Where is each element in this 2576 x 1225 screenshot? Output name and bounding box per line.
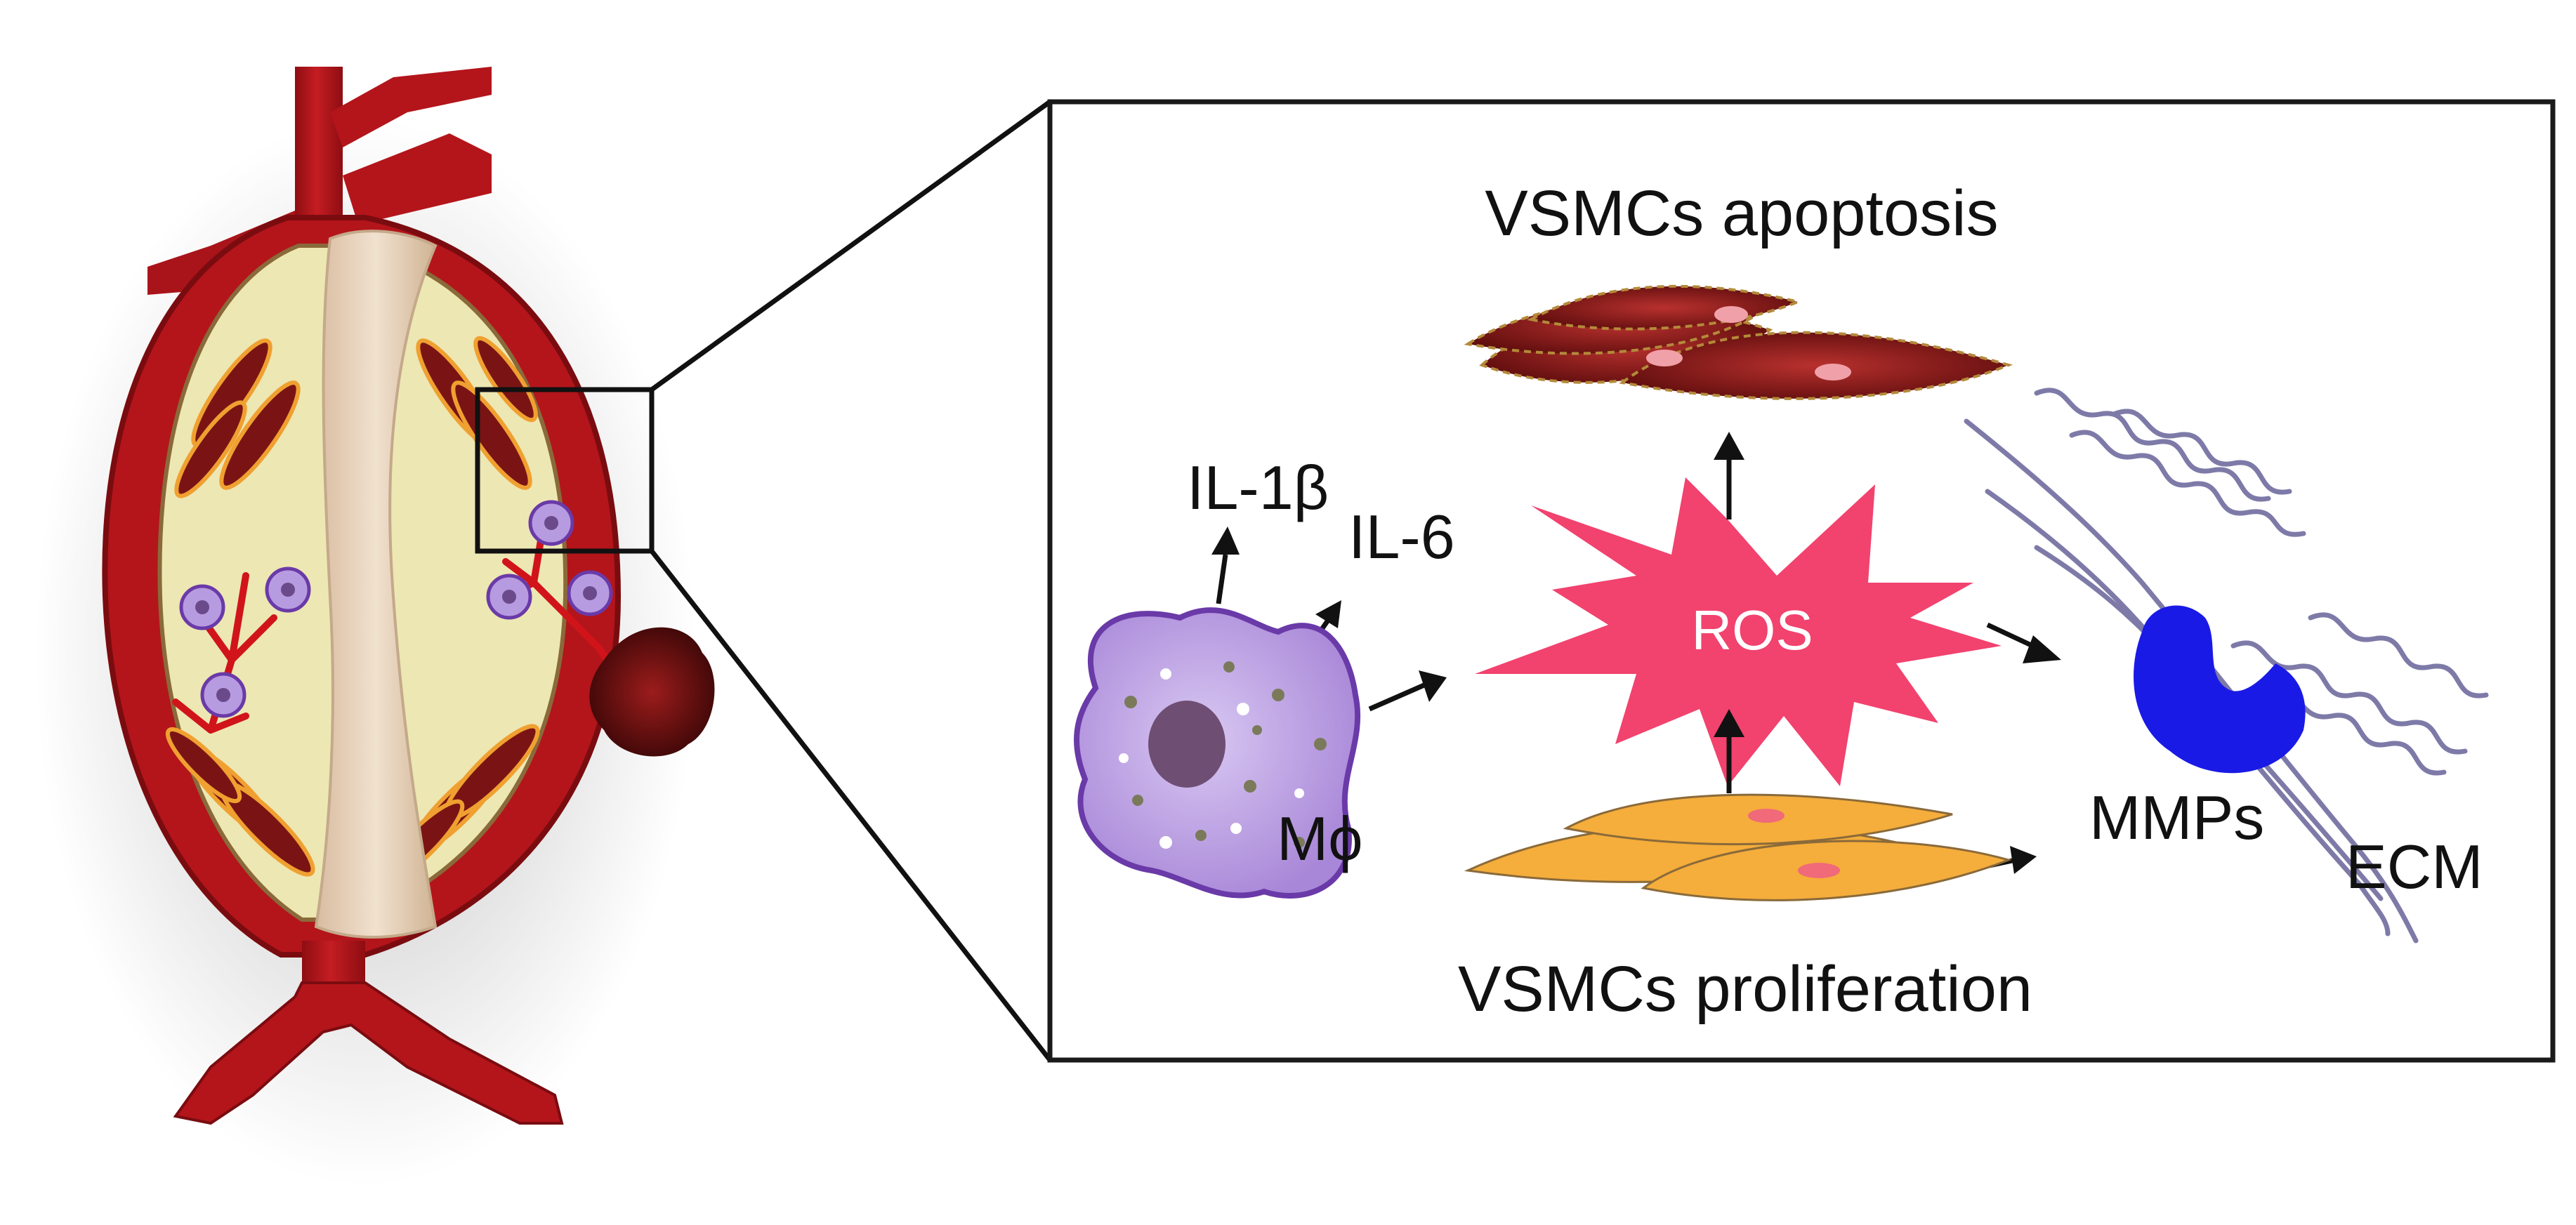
label-proliferation: VSMCs proliferation [1458, 953, 2032, 1025]
upper-artery [295, 67, 343, 232]
mmp-icon [2134, 605, 2306, 774]
label-apoptosis: VSMCs apoptosis [1485, 178, 1998, 249]
right-branch [343, 133, 492, 225]
label-il1b: IL-1β [1187, 453, 1329, 522]
macrophage-granules [1124, 661, 1327, 848]
label-il6: IL-6 [1348, 502, 1455, 571]
zoom-connectors [650, 100, 1052, 1062]
macrophage-icon [1074, 607, 1361, 899]
proliferating-nuclei [1748, 809, 1840, 878]
wall-macrophages [179, 500, 613, 718]
label-macrophage: Mϕ [1277, 804, 1363, 873]
ros-burst-icon [1475, 477, 2002, 786]
label-mmps: MMPs [2089, 783, 2264, 852]
label-ros: ROS [1691, 599, 1813, 661]
apoptotic-nuclei [1646, 306, 1851, 380]
iliac-bifurcation [173, 981, 564, 1125]
vessel-lumen [314, 230, 438, 939]
neovessels [172, 537, 622, 734]
macrophage-vesicles [1119, 668, 1304, 849]
aorta-aneurysm-illustration [35, 67, 715, 1186]
zoom-box [475, 387, 655, 554]
vsmc-layer [165, 336, 540, 886]
macrophage-nucleus [1148, 701, 1225, 788]
label-ecm: ECM [2346, 832, 2483, 901]
thrombus-icon [589, 627, 715, 757]
apoptotic-vsmc-icon [1464, 284, 2013, 400]
top-branch-right [330, 67, 492, 147]
